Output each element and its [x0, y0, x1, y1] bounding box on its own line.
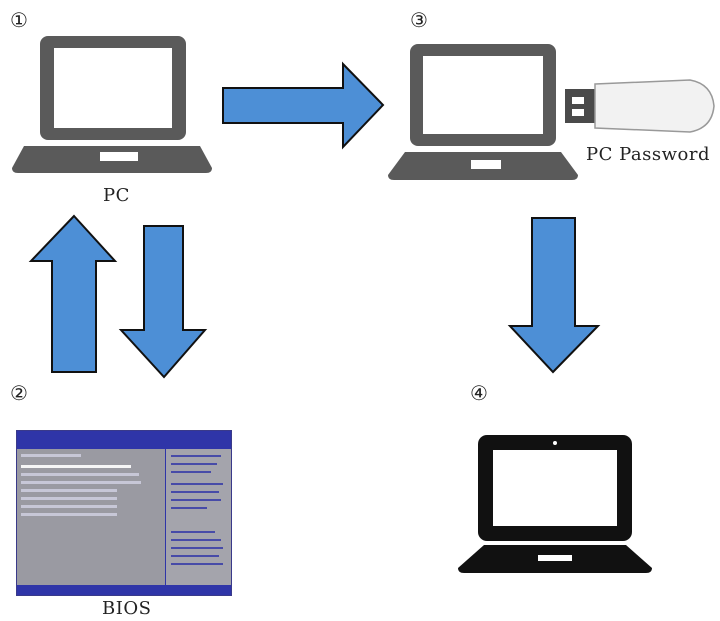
step-number-2: ②	[10, 381, 28, 405]
arrow-up	[28, 214, 118, 373]
bios-boot-list	[17, 449, 165, 585]
laptop-icon	[12, 36, 212, 173]
arrow-right	[222, 61, 385, 150]
bios-screen-image	[16, 430, 232, 596]
arrow-down	[507, 217, 601, 374]
laptop-icon	[458, 435, 652, 573]
pc-label: PC	[103, 185, 130, 206]
bios-label: BIOS	[102, 598, 152, 619]
step-number-3: ③	[410, 8, 428, 32]
usb-drive-icon	[565, 79, 715, 133]
step-number-4: ④	[470, 381, 488, 405]
laptop-icon	[388, 44, 578, 180]
bios-footer-bar	[17, 585, 231, 595]
bios-help-panel	[165, 449, 231, 585]
step-number-1: ①	[10, 8, 28, 32]
pc-password-label: PC Password	[586, 144, 710, 165]
bios-title-bar	[17, 431, 231, 449]
arrow-down	[118, 225, 208, 379]
